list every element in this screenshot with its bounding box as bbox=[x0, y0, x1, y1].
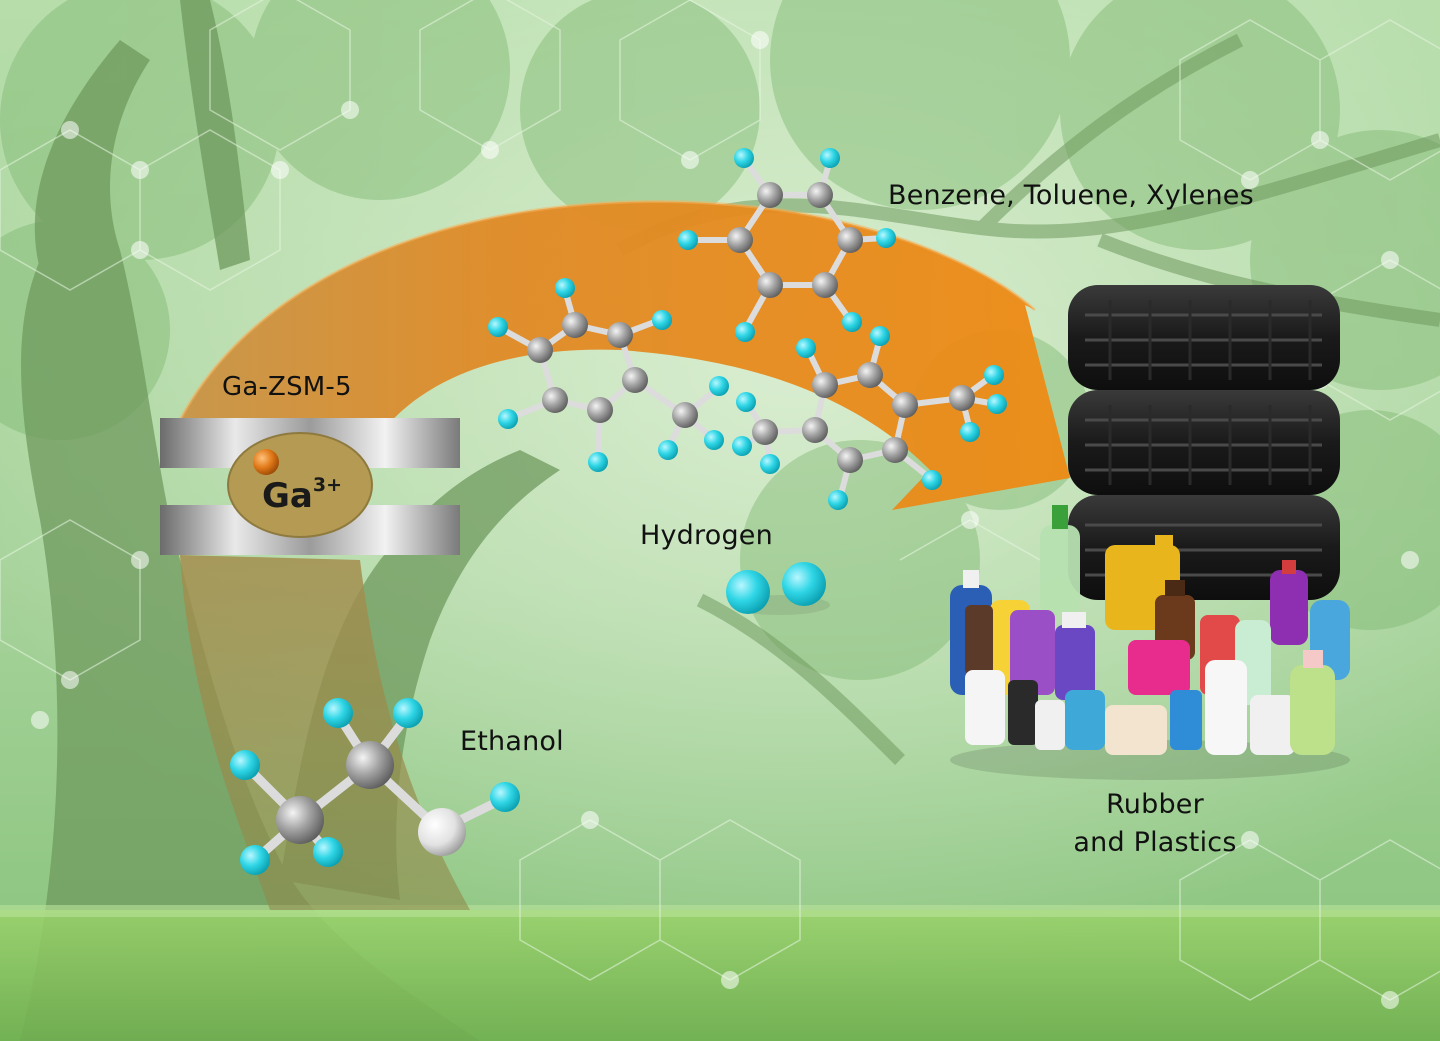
reaction-arrow bbox=[180, 201, 1070, 510]
products-label-line1: Rubber bbox=[1106, 789, 1204, 820]
products-label-line2: and Plastics bbox=[1073, 827, 1237, 858]
aromatics-label: Benzene, Toluene, Xylenes bbox=[888, 180, 1254, 211]
gallium-atom-icon bbox=[253, 449, 279, 475]
hydrogen-molecule-icon bbox=[726, 562, 830, 615]
catalyst-label: Ga-ZSM-5 bbox=[222, 372, 352, 402]
products-label: Rubber and Plastics bbox=[1040, 786, 1270, 862]
benzene-molecule-icon bbox=[678, 148, 896, 342]
ethanol-label: Ethanol bbox=[460, 726, 564, 757]
ethanol-molecule-icon bbox=[230, 698, 520, 875]
network-nodes bbox=[31, 31, 1419, 1009]
gallium-ion-label: Ga3+ bbox=[262, 473, 342, 516]
ion-symbol: Ga bbox=[262, 476, 313, 516]
tires-and-plastic-bottles-icon bbox=[950, 285, 1350, 780]
xylene-molecule-icon bbox=[732, 326, 1007, 510]
ethanol-flow-arc bbox=[180, 555, 470, 910]
toluene-molecule-icon bbox=[488, 278, 729, 472]
hydrogen-label: Hydrogen bbox=[640, 520, 773, 551]
grass bbox=[0, 910, 1440, 1041]
ion-charge: 3+ bbox=[312, 473, 342, 496]
zeolite-pore-icon bbox=[160, 418, 460, 555]
